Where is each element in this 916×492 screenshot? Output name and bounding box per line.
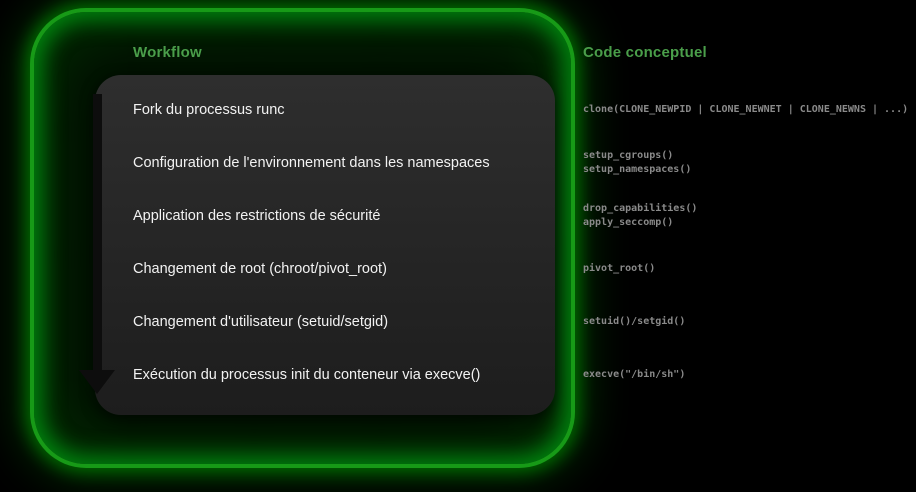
code-line: setup_cgroups() (583, 149, 674, 161)
code-blocks: clone(CLONE_NEWPID | CLONE_NEWNET | CLON… (583, 75, 913, 401)
code-line: setup_namespaces() (583, 163, 692, 175)
code-block: execve("/bin/sh") (583, 348, 913, 401)
workflow-title: Workflow (133, 44, 202, 61)
code-line: setuid()/setgid() (583, 315, 686, 327)
workflow-step: Configuration de l'environnement dans le… (133, 154, 490, 171)
code-block: clone(CLONE_NEWPID | CLONE_NEWNET | CLON… (583, 83, 913, 136)
code-line: clone(CLONE_NEWPID | CLONE_NEWNET | CLON… (583, 103, 909, 115)
code-block: drop_capabilities() apply_seccomp() (583, 189, 913, 242)
code-line: drop_capabilities() (583, 202, 698, 214)
workflow-step: Changement d'utilisateur (setuid/setgid) (133, 313, 389, 330)
code-line: execve("/bin/sh") (583, 368, 686, 380)
workflow-step: Exécution du processus init du conteneur… (133, 366, 481, 383)
down-arrow-head (79, 370, 115, 394)
code-block: pivot_root() (583, 242, 913, 295)
code-line: pivot_root() (583, 262, 656, 274)
code-block: setuid()/setgid() (583, 295, 913, 348)
code-conceptuel-title: Code conceptuel (583, 44, 707, 61)
workflow-step: Application des restrictions de sécurité (133, 207, 381, 224)
code-block: setup_cgroups() setup_namespaces() (583, 136, 913, 189)
workflow-step: Changement de root (chroot/pivot_root) (133, 260, 387, 277)
workflow-step: Fork du processus runc (133, 101, 285, 118)
code-line: apply_seccomp() (583, 216, 674, 228)
down-arrow-shaft (93, 94, 102, 374)
